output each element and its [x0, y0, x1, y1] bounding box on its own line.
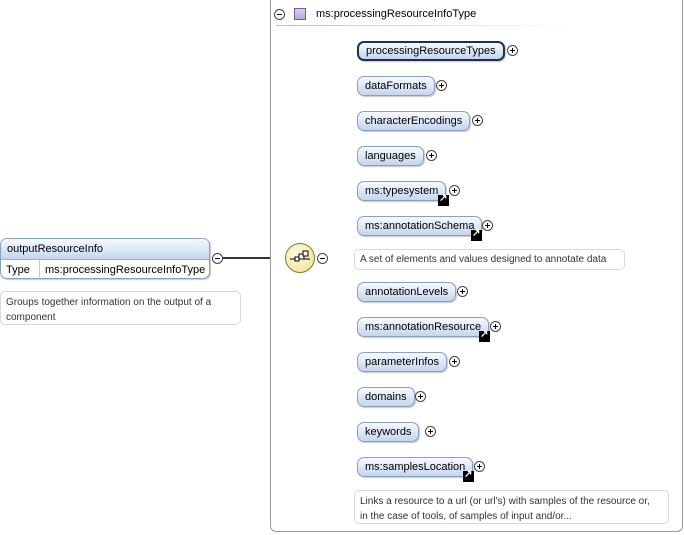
samples-location-note: Links a resource to a url (or url's) wit… — [354, 490, 669, 524]
child-element[interactable]: parameterInfos — [357, 352, 447, 372]
note-line: in the case of tools, of samples of inpu… — [360, 511, 572, 522]
complex-type-title: ms:processingResourceInfoType — [316, 8, 477, 20]
minus-circle-icon[interactable] — [317, 253, 328, 264]
plus-circle-icon[interactable] — [436, 80, 447, 91]
reference-arrow-icon — [479, 329, 490, 342]
plus-circle-icon[interactable] — [457, 286, 468, 297]
plus-circle-icon[interactable] — [507, 45, 518, 56]
child-element[interactable]: languages — [357, 146, 424, 166]
type-value: ms:processingResourceInfoType — [45, 264, 206, 276]
plus-circle-icon[interactable] — [482, 220, 493, 231]
root-element-box[interactable]: outputResourceInfo Type ms:processingRes… — [0, 238, 210, 279]
sequence-compositor-icon[interactable] — [285, 243, 315, 273]
child-element[interactable]: ms:annotationResource — [357, 317, 490, 337]
plus-circle-icon[interactable] — [426, 150, 437, 161]
plus-circle-icon[interactable] — [449, 356, 460, 367]
child-element[interactable]: ms:typesystem — [357, 181, 447, 201]
child-element[interactable]: keywords — [357, 422, 420, 442]
reference-arrow-icon — [463, 469, 474, 482]
reference-arrow-icon — [471, 228, 482, 241]
complex-type-icon — [294, 8, 306, 20]
child-element[interactable]: annotationLevels — [357, 282, 457, 302]
root-element-type-row: Type ms:processingResourceInfoType — [1, 260, 209, 278]
child-element[interactable]: ms:annotationSchema — [357, 216, 483, 236]
plus-circle-icon[interactable] — [425, 426, 436, 437]
sequence-glyph — [290, 250, 310, 262]
child-element[interactable]: processingResourceTypes — [357, 41, 505, 61]
plus-circle-icon[interactable] — [415, 391, 426, 402]
child-element[interactable]: domains — [357, 387, 415, 407]
annotation-note: A set of elements and values designed to… — [354, 249, 625, 270]
type-label: Type — [1, 260, 40, 278]
root-element-name: outputResourceInfo — [1, 239, 209, 260]
plus-circle-icon[interactable] — [449, 185, 460, 196]
type-title-divider — [276, 25, 576, 26]
plus-circle-icon[interactable] — [490, 321, 501, 332]
minus-circle-icon[interactable] — [212, 253, 223, 264]
plus-circle-icon[interactable] — [472, 115, 483, 126]
child-element[interactable]: ms:samplesLocation — [357, 457, 474, 477]
child-element[interactable]: dataFormats — [357, 76, 435, 96]
root-element-description: Groups together information on the outpu… — [0, 291, 241, 325]
minus-circle-icon[interactable] — [274, 9, 285, 20]
note-line: Links a resource to a url (or url's) wit… — [360, 496, 650, 507]
plus-circle-icon[interactable] — [474, 461, 485, 472]
child-element[interactable]: characterEncodings — [357, 111, 471, 131]
reference-arrow-icon — [438, 193, 449, 206]
